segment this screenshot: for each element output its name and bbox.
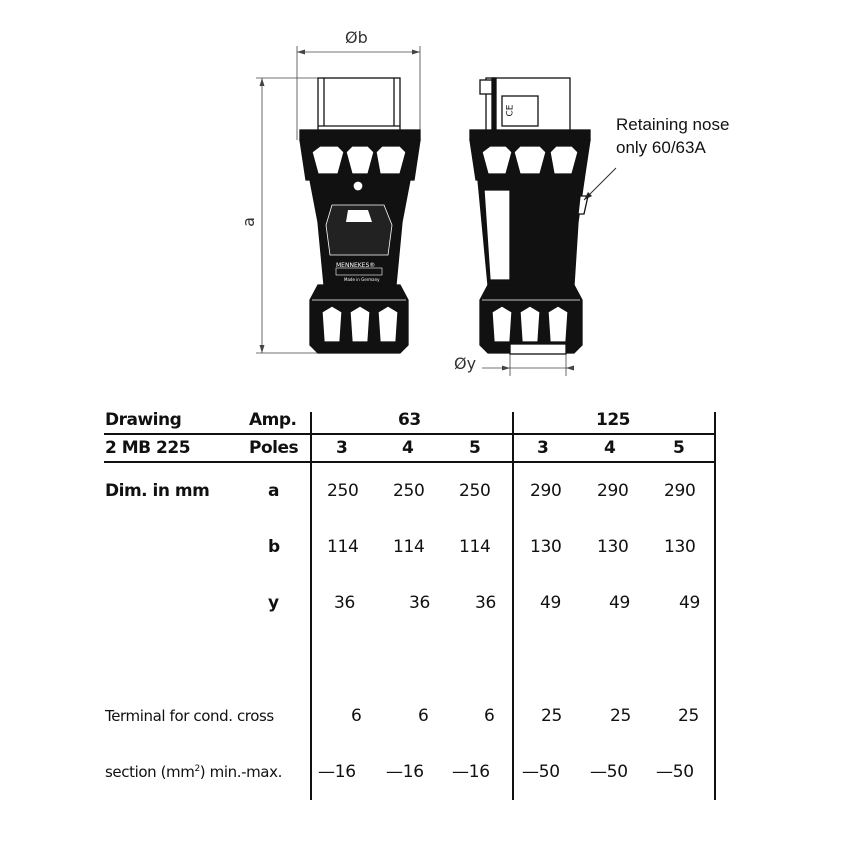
- row-y-value: 49: [540, 593, 562, 613]
- brand-logo-text: MENNEKES®: [336, 262, 376, 269]
- row-a-value: 250: [459, 481, 491, 501]
- terminal-min-value: 6: [484, 706, 495, 726]
- dim-label: Dim. in mm: [105, 481, 210, 501]
- row-b-value: 114: [393, 537, 425, 557]
- row-y-value: 49: [679, 593, 701, 613]
- column-divider-125: [512, 412, 514, 800]
- dimension-b-label: Øb: [345, 28, 368, 47]
- terminal-min-value: 6: [418, 706, 429, 726]
- retaining-nose-note-line2: only 60/63A: [616, 138, 706, 157]
- poles-value: 5: [673, 438, 685, 458]
- row-key-y: y: [268, 593, 279, 613]
- terminal-max-value: —50: [656, 762, 694, 782]
- row-a-value: 290: [597, 481, 629, 501]
- row-b-value: 114: [459, 537, 491, 557]
- row-b-value: 130: [597, 537, 629, 557]
- terminal-max-value: —16: [318, 762, 356, 782]
- made-in-text: Made in Germany: [344, 277, 380, 282]
- row-a-value: 290: [664, 481, 696, 501]
- terminal-max-value: —16: [386, 762, 424, 782]
- row-y-value: 49: [609, 593, 631, 613]
- drawing-label: Drawing: [105, 410, 182, 430]
- poles-label: Poles: [249, 438, 299, 458]
- row-a-value: 250: [393, 481, 425, 501]
- drawing-code: 2 MB 225: [105, 438, 191, 458]
- dimension-y: [482, 354, 574, 376]
- column-divider-63: [310, 412, 312, 800]
- row-b-value: 130: [664, 537, 696, 557]
- header-rule-top: [104, 433, 716, 435]
- front-view: [256, 46, 421, 354]
- amp-group-125: 125: [596, 410, 631, 430]
- row-a-value: 290: [530, 481, 562, 501]
- poles-value: 4: [402, 438, 414, 458]
- dimension-y-label: Øy: [454, 354, 477, 373]
- terminal-min-value: 6: [351, 706, 362, 726]
- poles-value: 4: [604, 438, 616, 458]
- terminal-min-value: 25: [610, 706, 632, 726]
- side-view: [469, 77, 617, 376]
- column-divider-end: [714, 412, 716, 800]
- amp-group-63: 63: [398, 410, 421, 430]
- retaining-nose-note-line1: Retaining nose: [616, 115, 730, 134]
- terminal-max-value: —50: [590, 762, 628, 782]
- terminal-max-value: —50: [522, 762, 560, 782]
- row-y-value: 36: [475, 593, 497, 613]
- row-a-value: 250: [327, 481, 359, 501]
- terminal-min-value: 25: [541, 706, 563, 726]
- dimension-b: [296, 46, 421, 140]
- row-b-value: 130: [530, 537, 562, 557]
- poles-value: 3: [537, 438, 549, 458]
- header-rule-bottom: [104, 461, 716, 463]
- plug-technical-drawing: [256, 46, 617, 376]
- row-b-value: 114: [327, 537, 359, 557]
- terminal-max-value: —16: [452, 762, 490, 782]
- row-key-a: a: [268, 481, 279, 501]
- poles-value: 5: [469, 438, 481, 458]
- terminal-min-value: 25: [678, 706, 700, 726]
- terminal-label-line1: Terminal for cond. cross: [105, 707, 274, 725]
- amp-label: Amp.: [249, 410, 297, 430]
- poles-value: 3: [336, 438, 348, 458]
- row-y-value: 36: [409, 593, 431, 613]
- row-y-value: 36: [334, 593, 356, 613]
- terminal-label-line2: section (mm2) min.-max.: [105, 763, 282, 781]
- row-key-b: b: [268, 537, 280, 557]
